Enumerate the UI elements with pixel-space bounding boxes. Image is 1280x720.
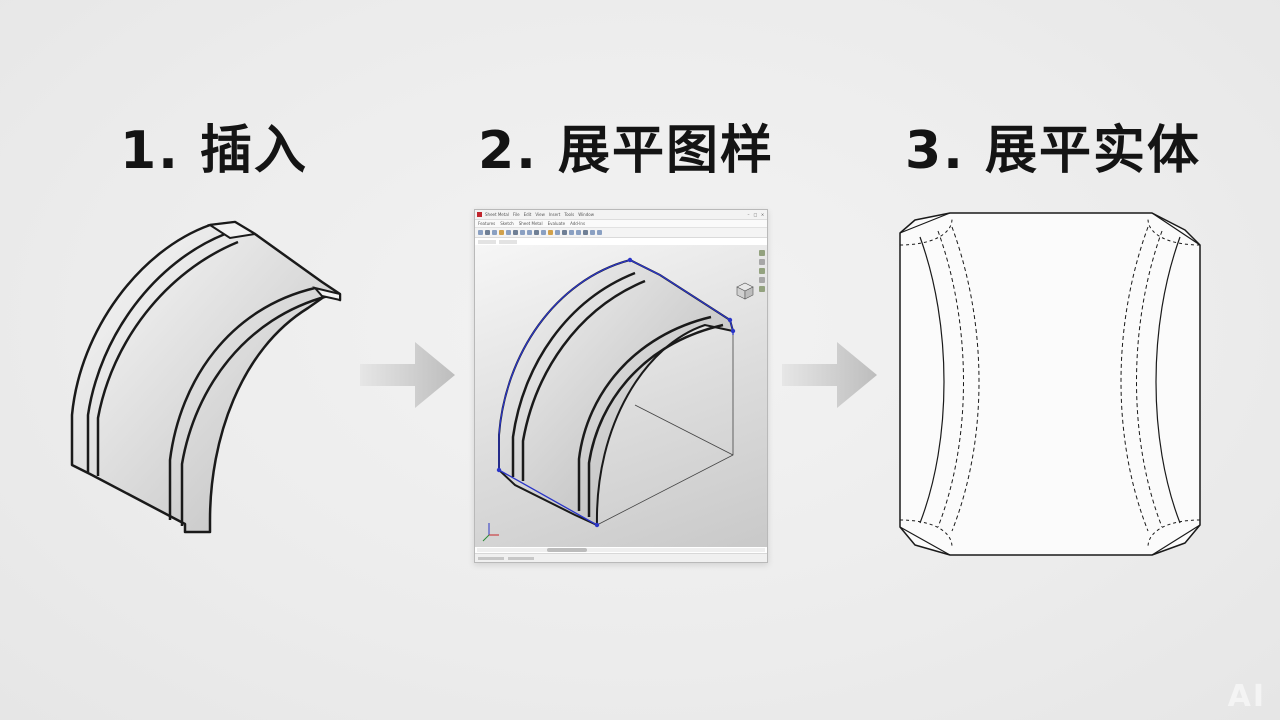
status-chip xyxy=(478,556,504,560)
right-task-pane-toolbar xyxy=(759,250,765,292)
scrollbar-thumb[interactable] xyxy=(547,548,587,552)
tree-chip[interactable] xyxy=(499,239,517,244)
status-bar xyxy=(475,553,767,562)
tool-icon[interactable] xyxy=(597,230,602,235)
tool-icon[interactable] xyxy=(513,230,518,235)
menu-item[interactable]: Edit xyxy=(523,212,532,217)
tool-icon[interactable] xyxy=(527,230,532,235)
tool-icon[interactable] xyxy=(576,230,581,235)
tool-icon[interactable] xyxy=(541,230,546,235)
tab-evaluate[interactable]: Evaluate xyxy=(547,221,566,226)
step-1-title: 1. 插入 xyxy=(120,121,309,181)
minimize-icon[interactable]: – xyxy=(747,212,750,217)
tool-icon[interactable] xyxy=(520,230,525,235)
tool-icon[interactable] xyxy=(485,230,490,235)
horizontal-scrollbar[interactable] xyxy=(477,548,765,552)
curved-sheet-metal-part xyxy=(70,220,342,534)
tool-icon[interactable] xyxy=(499,230,504,235)
menu-item[interactable]: File xyxy=(512,212,520,217)
tool-icon[interactable] xyxy=(492,230,497,235)
tab-features[interactable]: Features xyxy=(478,221,496,226)
watermark: AI xyxy=(1227,679,1266,714)
menu-item[interactable]: Window xyxy=(578,212,594,217)
tool-icon[interactable] xyxy=(562,230,567,235)
axis-triad-icon xyxy=(482,523,499,542)
tab-sketch[interactable]: Sketch xyxy=(500,221,514,226)
tool-icon[interactable] xyxy=(555,230,560,235)
tool-icon[interactable] xyxy=(590,230,595,235)
tool-icon[interactable] xyxy=(478,230,483,235)
maximize-icon[interactable]: □ xyxy=(753,212,758,217)
tab-add-ins[interactable]: Add-Ins xyxy=(570,221,586,226)
close-icon[interactable]: × xyxy=(760,212,765,217)
task-pane-icon[interactable] xyxy=(759,286,765,292)
task-pane-icon[interactable] xyxy=(759,259,765,265)
task-pane-icon[interactable] xyxy=(759,277,765,283)
menu-item[interactable]: View xyxy=(535,212,545,217)
arrow-right-icon xyxy=(360,342,455,408)
arrow-right-icon xyxy=(782,342,877,408)
tool-icon[interactable] xyxy=(534,230,539,235)
step-3-title: 3. 展平实体 xyxy=(905,121,1202,181)
cad-toolbar xyxy=(475,228,767,238)
graphics-viewport[interactable] xyxy=(475,245,767,547)
tool-icon[interactable] xyxy=(569,230,574,235)
menu-item[interactable]: Sheet Metal xyxy=(485,212,509,217)
app-logo-icon xyxy=(477,212,482,217)
status-chip xyxy=(508,556,534,560)
tree-chip[interactable] xyxy=(478,239,496,244)
task-pane-icon[interactable] xyxy=(759,250,765,256)
command-tabs: Features Sketch Sheet Metal Evaluate Add… xyxy=(475,220,767,228)
tool-icon[interactable] xyxy=(548,230,553,235)
flat-pattern-model xyxy=(482,257,754,542)
tab-sheet-metal[interactable]: Sheet Metal xyxy=(518,221,543,226)
menu-item[interactable]: Tools xyxy=(564,212,575,217)
cad-titlebar: Sheet Metal File Edit View Insert Tools … xyxy=(475,210,767,220)
tool-icon[interactable] xyxy=(583,230,588,235)
view-cube-icon xyxy=(736,282,754,300)
cad-window: Sheet Metal File Edit View Insert Tools … xyxy=(474,209,768,563)
menu-item[interactable]: Insert xyxy=(548,212,561,217)
step-2-title: 2. 展平图样 xyxy=(478,121,775,181)
flat-pattern-outline xyxy=(899,212,1201,556)
tool-icon[interactable] xyxy=(506,230,511,235)
task-pane-icon[interactable] xyxy=(759,268,765,274)
